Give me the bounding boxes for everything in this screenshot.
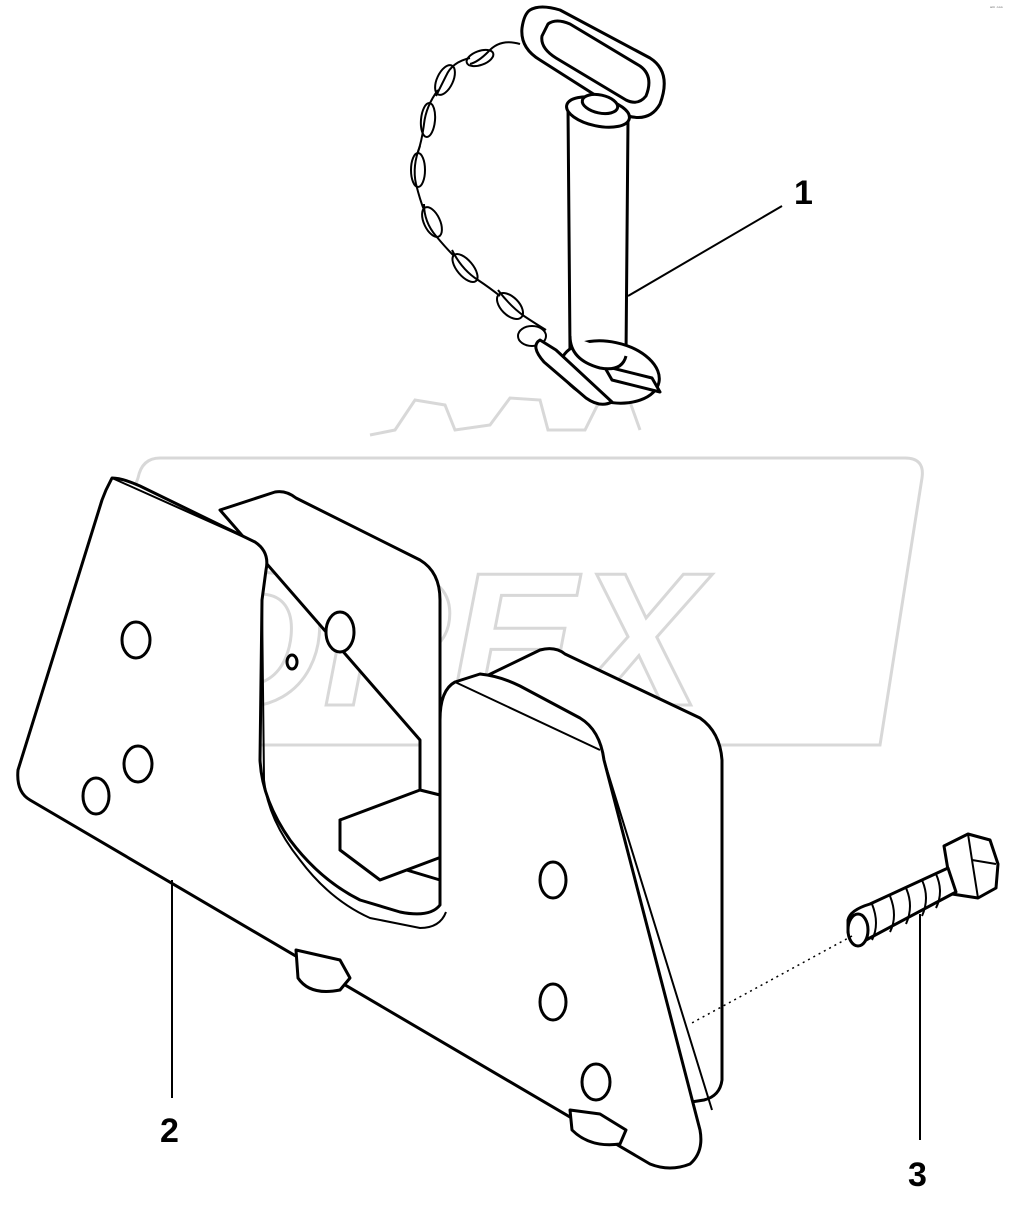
hitch-bracket <box>16 476 724 1170</box>
assembly-line <box>689 935 853 1025</box>
hole <box>538 982 568 1022</box>
hole <box>324 610 356 654</box>
hole <box>122 744 154 784</box>
callout-1: 1 <box>794 174 813 212</box>
callout-2: 2 <box>160 1112 179 1150</box>
linch-pin-assembly <box>410 5 666 406</box>
hex-bolt <box>846 832 1000 948</box>
hole <box>120 620 152 660</box>
callout-3: 3 <box>908 1156 927 1194</box>
hole <box>580 1062 612 1102</box>
hole <box>81 776 111 816</box>
hole <box>285 653 299 671</box>
leader-line-1 <box>627 205 783 297</box>
corner-mark: ᵃᵐ ᵒᵒᵒ <box>990 6 1003 12</box>
hole <box>538 860 568 900</box>
